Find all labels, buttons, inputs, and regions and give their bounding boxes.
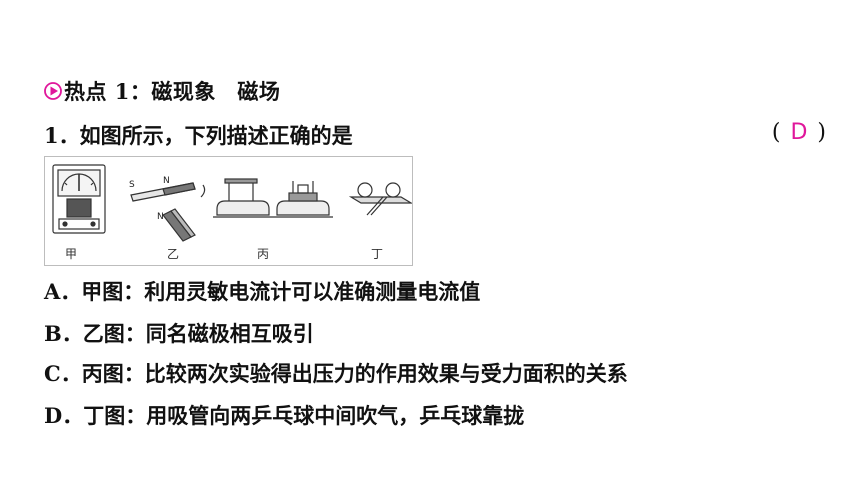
play-triangle-icon <box>44 82 62 100</box>
question-line: 1．如图所示，下列描述正确的是 (D) <box>44 120 834 150</box>
option-a: A．甲图：利用灵敏电流计可以准确测量电流值 <box>44 279 481 304</box>
magnet-label-n-bottom: N <box>157 212 164 222</box>
caption-bing: 丙 <box>257 247 270 261</box>
caption-ding: 丁 <box>371 247 384 261</box>
question-figure: S N N 甲 乙 丙 丁 <box>44 156 414 266</box>
figure-drawings: S N N <box>52 164 414 242</box>
hot-topic-heading: 热点 1：磁现象 磁场 <box>44 76 280 106</box>
option-d: D．丁图：用吸管向两乒乓球中间吹气，乒乓球靠拢 <box>44 403 525 428</box>
answer-letter: D <box>790 120 808 145</box>
caption-jia: 甲 <box>65 247 78 261</box>
heading-text: 热点 1：磁现象 磁场 <box>64 79 281 104</box>
option-c: C．丙图：比较两次实验得出压力的作用效果与受力面积的关系 <box>44 361 628 386</box>
magnets-drawing <box>130 182 206 242</box>
option-b: B．乙图：同名磁极相互吸引 <box>44 321 314 346</box>
magnet-label-s: S <box>129 180 135 190</box>
magnet-label-n-top: N <box>163 176 170 186</box>
galvanometer-drawing <box>52 164 106 234</box>
caption-yi: 乙 <box>167 247 180 261</box>
ping-pong-drawing <box>348 182 414 216</box>
answer-bracket: (D) <box>771 120 826 145</box>
pressure-experiment-drawing <box>213 178 333 218</box>
question-text: 1．如图所示，下列描述正确的是 <box>44 123 353 148</box>
